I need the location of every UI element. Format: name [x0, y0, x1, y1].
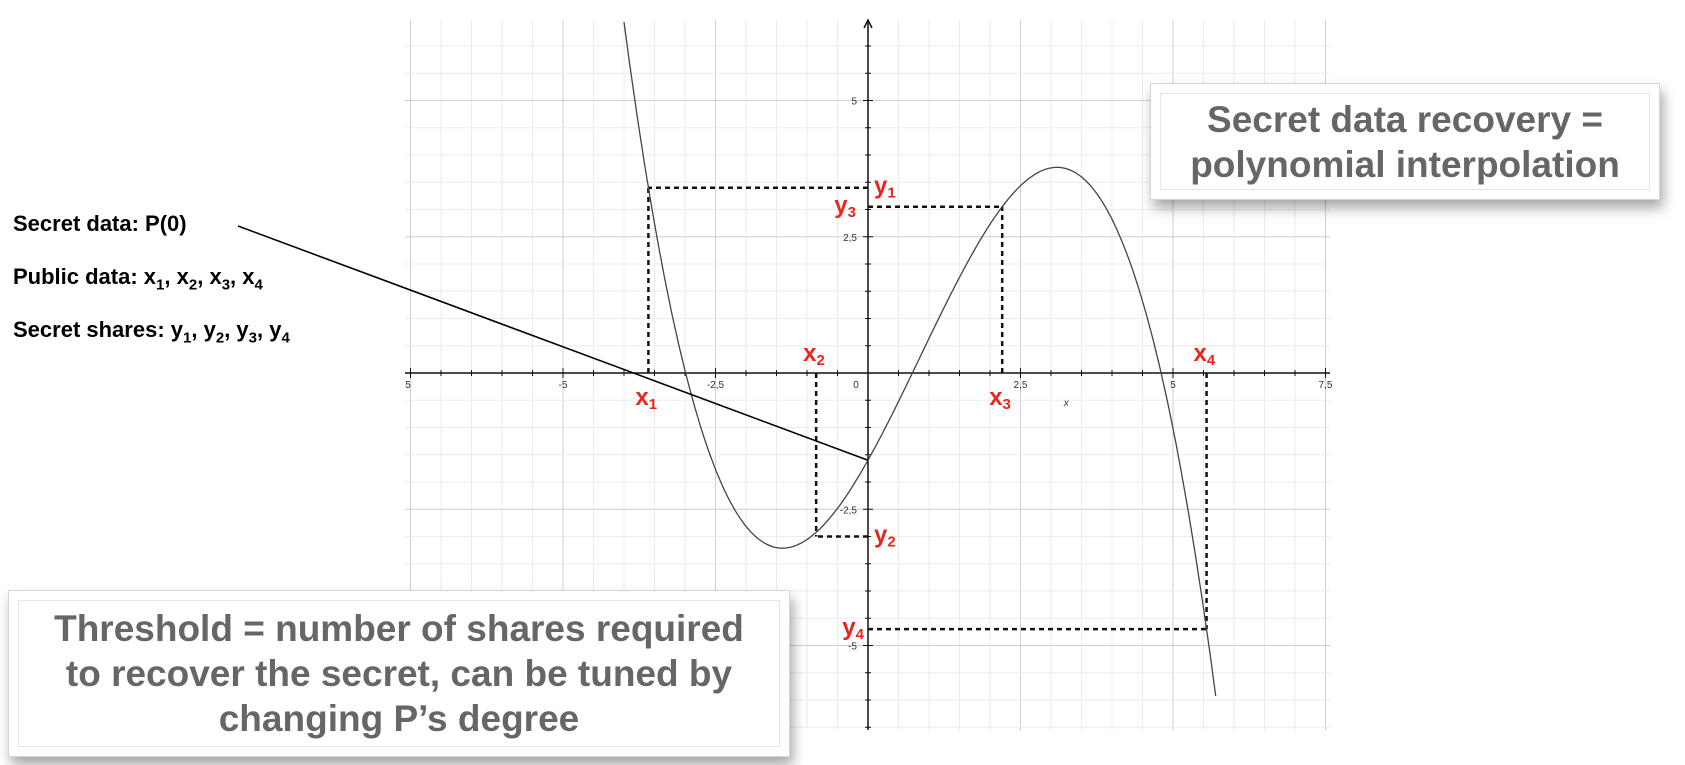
public-x-letter: x	[176, 264, 189, 289]
y-axis-arrow-icon	[863, 18, 873, 29]
axes	[405, 18, 1330, 730]
recovery-line-2: polynomial interpolation	[1190, 143, 1620, 185]
point-x-label: x3	[989, 384, 1011, 413]
polynomial-curve	[623, 21, 1217, 696]
public-data-text: Public data: x1, x2, x3, x4	[13, 264, 263, 294]
recovery-callout-frame: Secret data recovery =polynomial interpo…	[1160, 93, 1650, 190]
public-sub: 3	[221, 276, 231, 294]
shares-sub: 1	[183, 329, 192, 347]
public-sub: 4	[254, 276, 263, 294]
x-tick-label: 0	[853, 380, 859, 391]
shares-sub: 4	[281, 329, 290, 347]
threshold-line-1: Threshold = number of shares required	[54, 608, 744, 649]
x-axis-name: x	[1063, 398, 1070, 409]
public-sub: 2	[188, 276, 198, 294]
secret-data-text: Secret data: P(0)	[13, 211, 187, 236]
shares-y-letter: y	[170, 317, 184, 342]
x-tick-label: -5	[559, 380, 568, 391]
shares-sub: 2	[215, 329, 225, 347]
point-x-label: x1	[635, 384, 657, 413]
y-tick-label: -2,5	[840, 505, 858, 516]
shares-y-letter: y	[269, 317, 282, 342]
x-tick-label: -2,5	[707, 380, 725, 391]
public-data-prefix: Public data:	[13, 264, 144, 289]
point-x-label: x4	[1194, 340, 1216, 369]
public-x-letter: x	[209, 264, 222, 289]
secret-shares-prefix: Secret shares:	[13, 317, 171, 342]
secret-shares-text: Secret shares: y1, y2, y3, y4	[13, 317, 290, 347]
point-x-label: x2	[803, 340, 825, 369]
x-tick-label: 2,5	[1014, 380, 1028, 391]
point-y-label: y2	[874, 522, 896, 551]
shares-y-letter: y	[236, 317, 249, 342]
secret-pointer-line	[237, 225, 869, 461]
threshold-line-2: to recover the secret, can be tuned by	[65, 653, 733, 694]
threshold-line-3: changing P’s degree	[218, 698, 580, 739]
y-tick-label: 5	[851, 97, 857, 108]
public-x-letter: x	[242, 264, 255, 289]
dashed-guides	[647, 186, 1208, 631]
recovery-callout-text: Secret data recovery =polynomial interpo…	[1190, 97, 1620, 187]
public-x-letter: x	[143, 264, 157, 289]
x-tick-label: 5	[1170, 380, 1176, 391]
public-sub: 1	[156, 276, 165, 294]
x-edge-tick-label: 5	[405, 380, 411, 391]
recovery-callout: Secret data recovery =polynomial interpo…	[1150, 83, 1660, 200]
shares-y-letter: y	[203, 317, 216, 342]
point-y-label: y3	[834, 192, 856, 221]
point-y-label: y4	[842, 614, 864, 643]
tick-labels: -5 -2,5 0 2,5 5 7,5 5 2,5 -2,5 -5 5 x	[405, 97, 1333, 653]
point-labels: x1 x2 x3 x4 y1 y2 y3 y4	[635, 173, 1216, 643]
recovery-line-1: Secret data recovery =	[1207, 98, 1603, 140]
x-tick-label: 7,5	[1319, 380, 1333, 391]
y-tick-label: 2,5	[843, 233, 857, 244]
point-y-label: y1	[874, 173, 896, 202]
shares-sub: 3	[248, 329, 258, 347]
y-tick-label: -5	[848, 642, 857, 653]
